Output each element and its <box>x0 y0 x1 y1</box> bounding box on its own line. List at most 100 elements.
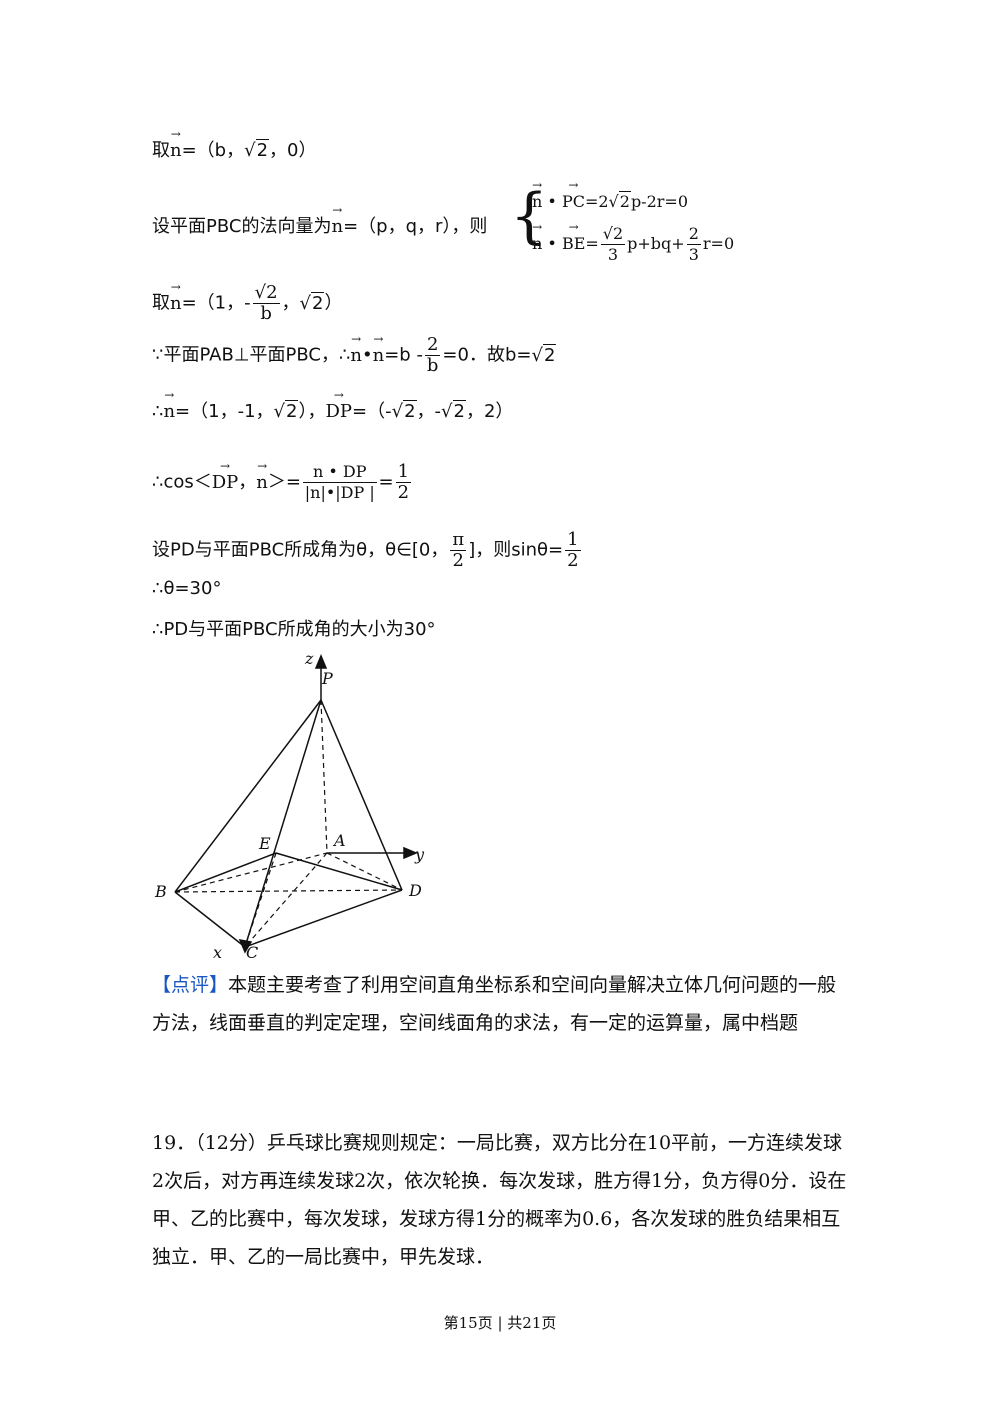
text: =（b， <box>181 140 245 161</box>
text: ∴ <box>152 401 164 422</box>
edge-cd <box>244 889 403 948</box>
numerator: n • DP <box>302 462 377 483</box>
text: = <box>378 471 394 493</box>
text: ， <box>238 471 257 493</box>
label-e: E <box>258 834 271 853</box>
label-c: C <box>246 943 258 962</box>
edge-ad <box>326 852 403 891</box>
label-b: B <box>154 882 167 901</box>
review-tag: 【点评】 <box>152 974 229 996</box>
review-text: 本题主要考查了利用空间直角坐标系和空间向量解决立体几何问题的一般方法，线面垂直的… <box>152 974 837 1034</box>
text: ） <box>324 292 343 314</box>
text: 取 <box>152 292 170 314</box>
text: ，- <box>416 401 442 422</box>
text: =2 <box>584 192 609 211</box>
text: =（1，-1， <box>175 401 274 422</box>
text: 设PD与平面PBC所成角为θ，θ∈[0， <box>152 539 449 561</box>
solution-line-6: ∴cos＜DP，n＞=n • DP|n|•|DP |=12 <box>152 460 413 503</box>
denominator: 3 <box>607 245 619 264</box>
edge-bd <box>174 889 403 893</box>
text: =0．故b= <box>442 344 532 366</box>
text: ∵平面PAB⊥平面PBC，∴ <box>152 344 351 366</box>
vector-n: n <box>256 460 268 494</box>
vector-n: n <box>532 179 543 213</box>
vector-n: n <box>331 204 343 238</box>
text: ）， <box>298 401 326 422</box>
pyramid-figure: z P E A y B D x C <box>154 649 425 962</box>
review-paragraph: 【点评】本题主要考查了利用空间直角坐标系和空间向量解决立体几何问题的一般方法，线… <box>152 966 852 1042</box>
dot: • <box>547 192 557 211</box>
vector-n: n <box>163 389 175 423</box>
label-d: D <box>408 881 422 900</box>
edge-ac <box>244 852 328 948</box>
numerator: 1 <box>395 461 412 483</box>
radicand: 2 <box>255 139 270 161</box>
edge-bc <box>174 891 246 948</box>
text: =（1，- <box>181 292 251 314</box>
denominator: 3 <box>688 245 699 264</box>
system-equation-1: n • PC=2√2p-2r=0 <box>532 179 688 213</box>
text: r=0 <box>702 234 735 253</box>
solution-line-8: ∴θ=30° <box>152 578 222 599</box>
text: ]，则sinθ= <box>468 539 564 561</box>
radicand: 2 <box>311 291 325 314</box>
text: ，0） <box>269 140 317 161</box>
numerator: π <box>450 529 467 551</box>
text: =b - <box>384 344 423 366</box>
solution-line-4: ∵平面PAB⊥平面PBC，∴n•n=b -2b=0．故b=√2 <box>152 333 557 376</box>
edge-be <box>174 852 277 893</box>
text: =（- <box>352 401 392 422</box>
text: 取 <box>152 140 170 161</box>
question-19: 19．（12分）乒乓球比赛规则规定：一局比赛，双方比分在10平前，一方连续发球2… <box>152 1124 852 1276</box>
denominator: |n|•|DP | <box>304 483 375 502</box>
vector-be: BE <box>562 221 586 255</box>
numerator: 2 <box>686 224 701 245</box>
edge-pd <box>320 699 403 891</box>
dot: • <box>362 344 373 366</box>
edge-ba <box>174 852 328 893</box>
numerator: 2 <box>424 334 441 356</box>
vector-pc: PC <box>562 179 585 213</box>
text: ， <box>281 292 300 314</box>
solution-line-1: 取n=（b，√2，0） <box>152 128 317 162</box>
solution-line-3: 取n=（1，-√2b，√2） <box>152 281 343 324</box>
text: =（p，q，r），则 <box>343 216 488 237</box>
text: 设平面PBC的法向量为 <box>152 216 332 237</box>
label-x: x <box>213 943 222 962</box>
dot: • <box>547 234 557 253</box>
radicand: 2 <box>403 400 417 422</box>
label-p: P <box>321 669 333 688</box>
radicand: 2 <box>452 400 466 422</box>
text: p+bq+ <box>627 234 685 253</box>
text: = <box>585 234 599 253</box>
vector-n: n <box>532 221 543 255</box>
question-text: （12分）乒乓球比赛规则规定：一局比赛，双方比分在10平前，一方连续发球2次后，… <box>152 1132 847 1268</box>
denominator: b <box>260 303 272 324</box>
vector-n: n <box>170 128 182 162</box>
denominator: 2 <box>567 550 579 571</box>
vector-n: n <box>170 281 182 315</box>
text: ，2） <box>465 401 514 422</box>
label-z: z <box>304 649 314 668</box>
page-footer: 第15页 | 共21页 <box>443 1314 557 1332</box>
denominator: b <box>426 355 439 376</box>
edge-pb <box>174 699 322 893</box>
denominator: 2 <box>452 550 464 571</box>
vector-n: n <box>373 333 385 367</box>
solution-line-5: ∴n=（1，-1，√2），DP=（-√2，-√2，2） <box>152 389 514 423</box>
edge-ed <box>275 852 403 891</box>
edge-ec <box>244 852 277 948</box>
text: ∴cos＜ <box>152 471 212 493</box>
system-equation-2: n • BE=√23p+bq+23r=0 <box>532 221 735 265</box>
y-axis-arrow <box>403 846 418 860</box>
radicand: 2 <box>542 343 557 366</box>
numerator: √2 <box>252 282 280 304</box>
radicand: 2 <box>285 400 299 422</box>
question-number: 19． <box>152 1132 196 1154</box>
denominator: 2 <box>397 482 410 503</box>
edge-pa <box>320 699 328 854</box>
z-axis-arrow <box>314 654 328 669</box>
edge-pc <box>244 699 322 948</box>
text: ＞= <box>267 471 301 493</box>
